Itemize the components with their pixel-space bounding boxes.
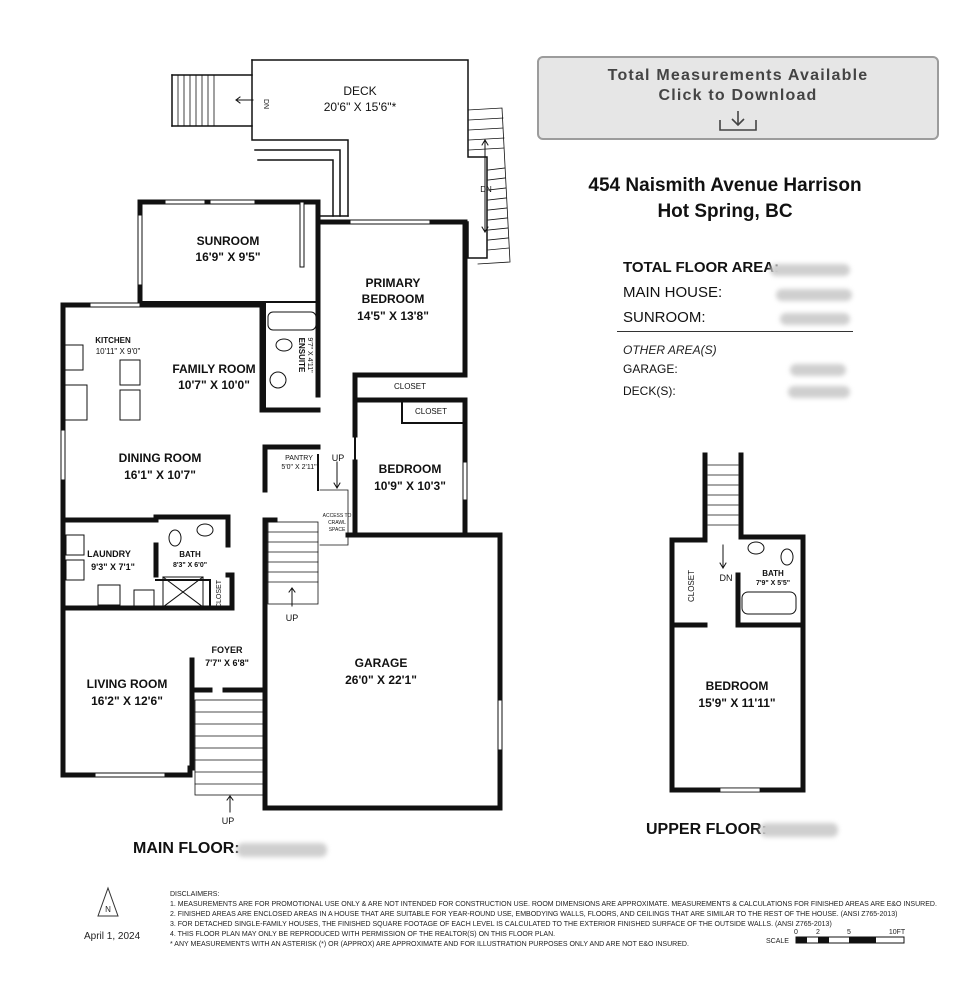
- disclaimer-4: 4. THIS FLOOR PLAN MAY ONLY BE REPRODUCE…: [170, 931, 556, 938]
- interior-walls: [139, 301, 463, 609]
- upper-bath-dims: 7'9" X 5'5": [756, 580, 790, 587]
- primary-name-2: BEDROOM: [362, 292, 425, 306]
- bath-dims: 8'3" X 6'0": [173, 562, 207, 569]
- upper-stairs-dn: DN: [720, 573, 733, 583]
- address-line-1: 454 Naismith Avenue Harrison: [588, 175, 862, 196]
- main-floor-area-redacted: [237, 843, 327, 857]
- laundry-dims: 9'3" X 7'1": [91, 562, 135, 572]
- stair-arrows: [226, 96, 727, 813]
- deck-stairs-left-dn: DN: [262, 99, 269, 109]
- upper-bath-name: BATH: [762, 569, 784, 578]
- bath-name: BATH: [179, 550, 201, 559]
- crawl-line-2: CRAWL: [328, 520, 346, 526]
- upper-stairs: [707, 464, 761, 793]
- kitchen-dims: 10'11" X 9'0": [96, 347, 141, 356]
- upper-floor-area-redacted: [760, 823, 838, 837]
- decks-area-label: DECK(S):: [623, 384, 676, 398]
- pantry-name: PANTRY: [285, 455, 313, 462]
- fixtures: [64, 311, 797, 615]
- scale-tick-10: 10FT: [889, 929, 906, 936]
- other-areas-label: OTHER AREA(S): [623, 343, 717, 357]
- decks-area-value-redacted: [788, 386, 850, 398]
- address-line-2: Hot Spring, BC: [657, 201, 793, 222]
- total-floor-area-label: TOTAL FLOOR AREA:: [623, 259, 780, 276]
- foyer-name: FOYER: [211, 645, 243, 655]
- closet-bedroom: CLOSET: [415, 407, 447, 416]
- disclaimer-3: 3. FOR DETACHED SINGLE-FAMILY HOUSES, TH…: [170, 921, 832, 928]
- disclaimer-heading: DISCLAIMERS:: [170, 891, 220, 898]
- garage-area-value-redacted: [790, 364, 846, 376]
- disclaimer-2: 2. FINISHED AREAS ARE ENCLOSED AREAS IN …: [170, 911, 898, 918]
- upper-bedroom-dims: 15'9" X 11'11": [698, 696, 775, 710]
- upper-bedroom-name: BEDROOM: [706, 679, 769, 693]
- foyer-stairs-up: UP: [222, 816, 235, 826]
- download-measurements-button[interactable]: Total Measurements Available Click to Do…: [537, 56, 939, 140]
- room-labels: DECK 20'6" X 15'6"* SUNROOM 16'9" X 9'5"…: [87, 84, 790, 826]
- deck-outline: [171, 59, 488, 259]
- kitchen-name: KITCHEN: [95, 336, 131, 345]
- scale-tick-5: 5: [847, 929, 851, 936]
- deck-stairs-right-dn: DN: [480, 185, 492, 194]
- deck-dims: 20'6" X 15'6"*: [324, 100, 397, 114]
- scale-tick-2: 2: [816, 929, 820, 936]
- disclaimer-5: * ANY MEASUREMENTS WITH AN ASTERISK (*) …: [170, 941, 689, 948]
- bedroom-name: BEDROOM: [379, 462, 442, 476]
- scale-bar: 0 2 5 10FT: [794, 929, 906, 944]
- sunroom-name: SUNROOM: [197, 234, 260, 248]
- garage-dims: 26'0" X 22'1": [345, 673, 417, 687]
- interior-stairs: [194, 489, 349, 796]
- closet-bath: CLOSET: [216, 579, 223, 608]
- pantry-dims: 5'0" X 2'11": [281, 464, 317, 471]
- sunroom-area-value-redacted: [780, 313, 850, 325]
- compass-letter: N: [105, 905, 111, 914]
- scale-tick-0: 0: [794, 929, 798, 936]
- foyer-dims: 7'7" X 6'8": [205, 658, 249, 668]
- scale-label: SCALE: [766, 938, 789, 945]
- bedroom-dims: 10'9" X 10'3": [374, 479, 446, 493]
- ensuite-name: ENSUITE: [297, 338, 306, 373]
- main-house-value-redacted: [776, 289, 852, 301]
- main-floor-walls: [60, 199, 503, 811]
- closet-primary: CLOSET: [394, 382, 426, 391]
- download-line-2: Click to Download: [658, 87, 818, 104]
- sunroom-dims: 16'9" X 9'5": [195, 250, 260, 264]
- north-arrow-icon: N: [97, 886, 119, 917]
- dining-name: DINING ROOM: [119, 451, 202, 465]
- areas-divider: [617, 331, 853, 332]
- upper-floor-walls: [669, 452, 806, 793]
- deck-stairs-left: [177, 74, 215, 127]
- family-name: FAMILY ROOM: [172, 362, 255, 376]
- crawl-line-3: SPACE: [329, 527, 346, 533]
- ensuite-dims: 9'7" X 4'11": [306, 337, 313, 373]
- garage-area-label: GARAGE:: [623, 362, 678, 376]
- laundry-name: LAUNDRY: [87, 549, 131, 559]
- plan-date: April 1, 2024: [84, 931, 141, 942]
- living-name: LIVING ROOM: [87, 677, 168, 691]
- sunroom-area-label: SUNROOM:: [623, 309, 706, 326]
- download-line-1: Total Measurements Available: [607, 67, 869, 84]
- interior-stairs-up: UP: [286, 613, 299, 623]
- living-dims: 16'2" X 12'6": [91, 694, 163, 708]
- main-house-label: MAIN HOUSE:: [623, 284, 723, 301]
- dining-dims: 16'1" X 10'7": [124, 468, 196, 482]
- download-arrow-icon: [719, 111, 757, 131]
- crawl-line-1: ACCESS TO: [323, 513, 352, 519]
- upper-closet: CLOSET: [687, 570, 696, 602]
- windows: [60, 199, 503, 778]
- primary-dims: 14'5" X 13'8": [357, 309, 429, 323]
- total-floor-area-value-redacted: [770, 264, 850, 276]
- deck-stairs-right: [467, 107, 511, 265]
- upper-floor-label: UPPER FLOOR:: [646, 821, 767, 838]
- deck-name: DECK: [343, 84, 376, 98]
- disclaimer-1: 1. MEASUREMENTS ARE FOR PROMOTIONAL USE …: [170, 901, 937, 908]
- disclaimers: DISCLAIMERS: 1. MEASUREMENTS ARE FOR PRO…: [170, 890, 937, 950]
- garage-name: GARAGE: [355, 656, 408, 670]
- primary-name-1: PRIMARY: [366, 276, 421, 290]
- main-floor-label: MAIN FLOOR:: [133, 840, 240, 857]
- family-dims: 10'7" X 10'0": [178, 378, 250, 392]
- crawl-stairs-up: UP: [332, 453, 345, 463]
